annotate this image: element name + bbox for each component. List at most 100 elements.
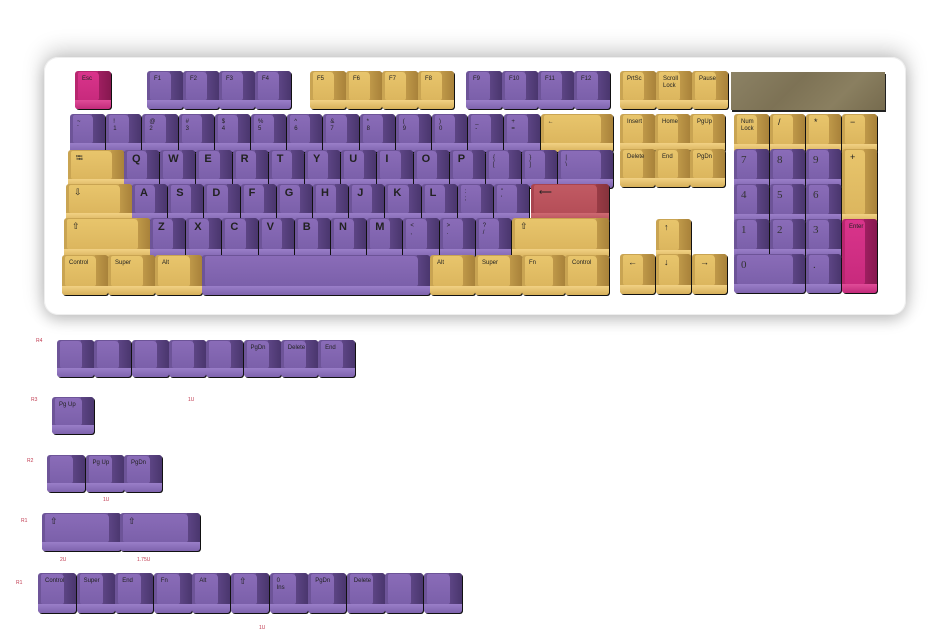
extra-r4-key-blank[interactable] <box>206 340 244 377</box>
extra-r4-key-blank[interactable] <box>57 340 94 377</box>
key-q[interactable]: Q <box>124 150 160 188</box>
key-arrow-down[interactable]: ↓ <box>656 254 691 294</box>
extra-r1-key-fn[interactable]: Fn <box>153 573 192 613</box>
key-symbol[interactable]: ? / <box>475 218 511 258</box>
key-z[interactable]: Z <box>150 218 186 258</box>
key-backspace[interactable]: ← <box>540 114 613 152</box>
key-c[interactable]: C <box>222 218 258 258</box>
key-d[interactable]: D <box>204 184 240 222</box>
key-pgup[interactable]: PgUp <box>690 114 725 152</box>
key-x[interactable]: X <box>186 218 222 258</box>
key-7[interactable]: & 7 <box>323 114 359 152</box>
extra-r1-key-symbol[interactable]: ⇧ <box>231 573 269 613</box>
key-b[interactable]: B <box>294 218 330 258</box>
key-p[interactable]: P <box>449 150 485 188</box>
numpad-key-0[interactable]: 0 <box>734 254 805 293</box>
numpad-key-7[interactable]: 7 <box>734 149 769 188</box>
key-control-right[interactable]: Control <box>565 255 609 295</box>
key-u[interactable]: U <box>341 150 377 188</box>
key-f6[interactable]: F6 <box>346 71 382 109</box>
key-3[interactable]: # 3 <box>178 114 214 152</box>
key-alt-right[interactable]: Alt <box>430 255 475 295</box>
key-f2[interactable]: F2 <box>183 71 219 109</box>
key-1[interactable]: ! 1 <box>106 114 142 152</box>
key-w[interactable]: W <box>160 150 196 188</box>
numpad-key-8[interactable]: 8 <box>770 149 805 188</box>
key-end[interactable]: End <box>655 149 690 187</box>
key-s[interactable]: S <box>168 184 204 222</box>
key-f12[interactable]: F12 <box>574 71 610 109</box>
key-f[interactable]: F <box>240 184 276 222</box>
key-arrow-right[interactable]: → <box>692 254 727 294</box>
key-arrow-left[interactable]: ← <box>620 254 655 294</box>
numpad-key-3[interactable]: 3 <box>806 219 841 258</box>
key-f8[interactable]: F8 <box>418 71 454 109</box>
extra-r2-key-pg-up[interactable]: Pg Up <box>85 455 124 492</box>
key-enter[interactable]: ⟵ <box>531 184 609 222</box>
key-alt-left[interactable]: Alt <box>155 255 202 295</box>
numpad-key-4[interactable]: 4 <box>734 184 769 223</box>
extra-shift-2u[interactable]: ⇧ <box>42 513 121 551</box>
key-symbol[interactable]: { [ <box>486 150 522 188</box>
key-y[interactable]: Y <box>305 150 341 188</box>
key-f10[interactable]: F10 <box>502 71 538 109</box>
key-2[interactable]: @ 2 <box>142 114 178 152</box>
key-m[interactable]: M <box>367 218 403 258</box>
key-symbol[interactable]: _ - <box>468 114 504 152</box>
key-fn-right[interactable]: Fn <box>522 255 565 295</box>
extra-r4-key-blank[interactable] <box>131 340 169 377</box>
numpad-key-symbol[interactable]: / <box>770 114 805 153</box>
key-f7[interactable]: F7 <box>382 71 418 109</box>
extra-r1-key-delete[interactable]: Delete <box>346 573 385 613</box>
key-o[interactable]: O <box>413 150 449 188</box>
extra-r4-key-blank[interactable] <box>168 340 206 377</box>
extra-shift-1-75u[interactable]: ⇧ <box>120 513 200 551</box>
extra-r3-key-pgup[interactable]: Pg Up <box>52 397 94 434</box>
key-i[interactable]: I <box>377 150 413 188</box>
key-spacebar[interactable] <box>202 255 430 295</box>
key-symbol[interactable]: } ] <box>522 150 558 188</box>
key-4[interactable]: $ 4 <box>214 114 250 152</box>
extra-r4-key-end[interactable]: End <box>318 340 356 377</box>
key-e[interactable]: E <box>196 150 232 188</box>
key-f4[interactable]: F4 <box>255 71 291 109</box>
extra-r4-key-blank[interactable] <box>94 340 132 377</box>
key-home[interactable]: Home <box>655 114 690 152</box>
numpad-key-symbol[interactable]: . <box>806 254 841 293</box>
key-tab[interactable]: ⭾ <box>68 150 124 188</box>
key-delete[interactable]: Delete <box>620 149 655 187</box>
key-5[interactable]: % 5 <box>251 114 287 152</box>
extra-r1-key-end[interactable]: End <box>115 573 154 613</box>
key-symbol[interactable]: : ; <box>457 184 493 222</box>
key-pgdn[interactable]: PgDn <box>690 149 725 187</box>
numpad-key-9[interactable]: 9 <box>806 149 841 188</box>
key-symbol[interactable]: | \ <box>558 150 614 188</box>
extra-r2-key-pgdn[interactable]: PgDn <box>124 455 162 492</box>
numpad-key-1[interactable]: 1 <box>734 219 769 258</box>
extra-r4-key-delete[interactable]: Delete <box>280 340 318 377</box>
key-9[interactable]: ( 9 <box>395 114 431 152</box>
extra-r1-key-alt[interactable]: Alt <box>192 573 231 613</box>
key-symbol[interactable]: ~ ` <box>70 114 106 152</box>
key-symbol[interactable]: " ' <box>494 184 530 222</box>
key-prtsc[interactable]: PrtSc <box>620 71 656 109</box>
key-l[interactable]: L <box>421 184 457 222</box>
key-caps-lock[interactable]: ⇩ <box>66 184 132 222</box>
extra-r1-key-0-ins[interactable]: 0 Ins <box>269 573 308 613</box>
key-0[interactable]: ) 0 <box>432 114 468 152</box>
key-8[interactable]: * 8 <box>359 114 395 152</box>
key-symbol[interactable]: > . <box>439 218 475 258</box>
key-pause[interactable]: Pause <box>692 71 728 109</box>
key-v[interactable]: V <box>258 218 294 258</box>
key-symbol[interactable]: < , <box>403 218 439 258</box>
numpad-key-symbol[interactable]: − <box>842 114 877 153</box>
numpad-key-2[interactable]: 2 <box>770 219 805 258</box>
key-left-shift[interactable]: ⇧ <box>64 218 150 258</box>
key-right-shift[interactable]: ⇧ <box>512 218 609 258</box>
numpad-key-enter[interactable]: Enter <box>842 219 877 293</box>
key-t[interactable]: T <box>268 150 304 188</box>
key-symbol[interactable]: + = <box>504 114 540 152</box>
key-j[interactable]: J <box>349 184 385 222</box>
key-scroll-lock[interactable]: Scroll Lock <box>656 71 692 109</box>
numpad-key-symbol[interactable]: * <box>806 114 841 153</box>
